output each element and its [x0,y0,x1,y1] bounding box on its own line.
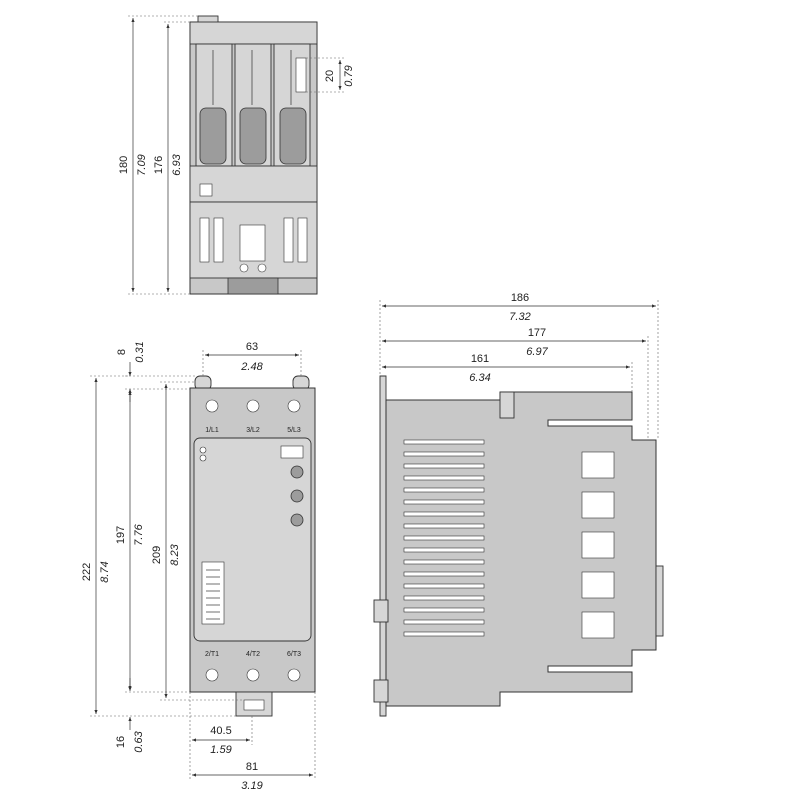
dim-h20-mm: 20 [324,70,336,82]
terminal-label-4t2: 4/T2 [246,651,260,658]
side-view: 186 7.32 177 6.97 161 6.34 [373,292,664,717]
dim-h209-mm: 209 [151,546,163,564]
dim-h222-mm: 222 [81,563,93,581]
terminal-label-2t1: 2/T1 [205,651,219,658]
dim-h197-mm: 197 [115,526,127,544]
dim-h222: 222 8.74 [81,375,236,717]
dim-h209-in: 8.23 [169,543,181,565]
dim-h180: 180 7.09 [118,15,198,295]
dim-h222-in: 8.74 [99,561,111,582]
dim-t8-in: 0.31 [134,341,146,362]
dim-h197-in: 7.76 [133,523,145,545]
dim-d186-mm: 186 [511,292,529,304]
dim-h176-mm: 176 [153,156,165,174]
dim-h197: 197 7.76 [115,388,190,693]
vent-grid-right [581,451,615,639]
terminal-label-6t3: 6/T3 [287,651,301,658]
dim-w63: 63 2.48 [202,341,302,376]
dim-t8-mm: 8 [116,349,128,355]
dim-h176-in: 6.93 [171,153,183,175]
top-view-body [189,15,318,295]
dim-h209: 209 8.23 [151,381,244,701]
dip-switch-rows [206,569,220,620]
dim-h180-in: 7.09 [136,154,148,175]
front-view: 1/L1 3/L2 5/L3 2/T1 4/T2 6/T3 63 2.48 8 … [81,341,316,792]
dim-h180-mm: 180 [118,156,130,174]
dim-d177-mm: 177 [528,327,546,339]
dim-b16: 16 0.63 [115,678,145,753]
dim-d161-in: 6.34 [469,372,490,384]
dim-d161: 161 6.34 [382,353,633,392]
dim-w405-in: 1.59 [210,744,231,756]
dim-w81: 81 3.19 [189,692,316,792]
dim-w405-mm: 40.5 [210,725,231,737]
dim-d161-mm: 161 [471,353,489,365]
dim-h176: 176 6.93 [153,21,190,292]
dim-w81-mm: 81 [246,761,258,773]
dim-b16-mm: 16 [115,736,127,748]
dim-h20-in: 0.79 [343,65,355,86]
dim-d177: 177 6.97 [382,327,649,440]
vent-grid-left [403,439,485,637]
dim-w63-mm: 63 [246,341,258,353]
terminal-label-1l1: 1/L1 [205,427,219,434]
front-view-body [189,375,316,717]
side-view-body [373,375,664,717]
terminal-label-5l3: 5/L3 [287,427,301,434]
dim-w63-in: 2.48 [240,361,263,373]
dim-d177-in: 6.97 [526,346,548,358]
dim-h20: 20 0.79 [306,57,355,93]
dim-d186-in: 7.32 [509,311,530,323]
top-view: 180 7.09 176 6.93 20 0.79 [118,15,355,295]
dim-w405: 40.5 1.59 [189,692,253,756]
dim-b16-in: 0.63 [133,730,145,752]
dim-d186: 186 7.32 [379,292,659,440]
dim-t8: 8 0.31 [116,341,195,402]
terminal-label-3l2: 3/L2 [246,427,260,434]
dim-w81-in: 3.19 [241,780,262,792]
